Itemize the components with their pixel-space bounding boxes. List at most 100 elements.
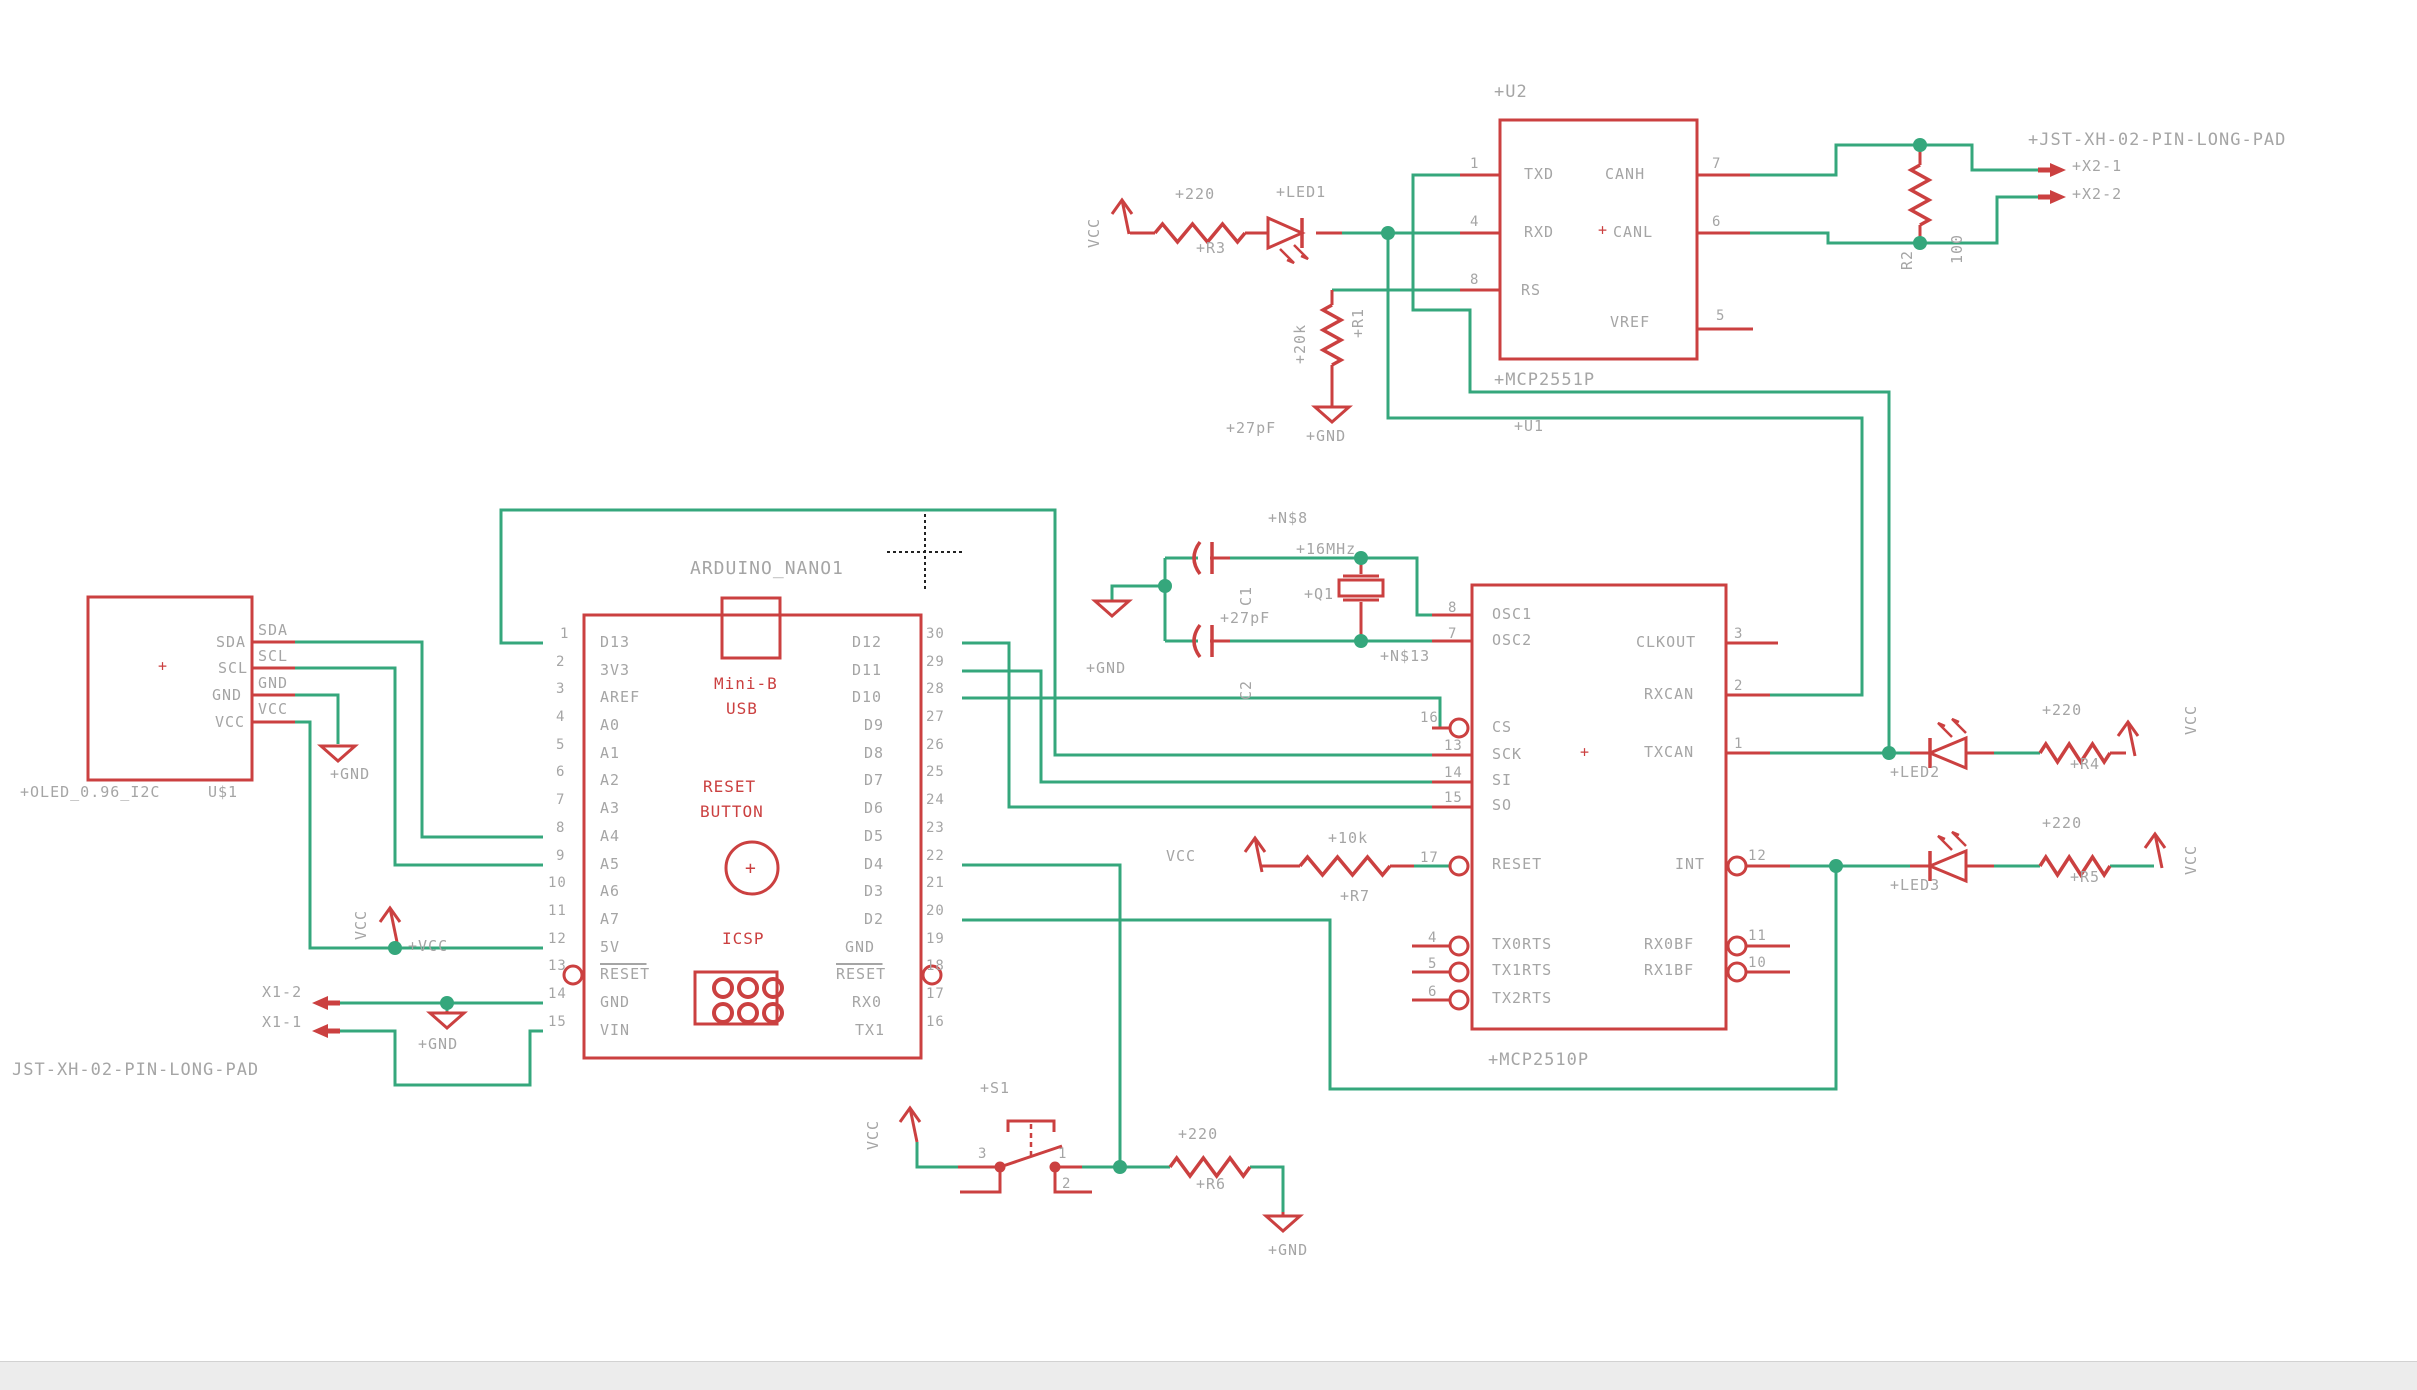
label[interactable]: U$1 — [208, 783, 238, 801]
label[interactable]: D12 — [852, 633, 882, 651]
label[interactable]: X1-1 — [262, 1013, 302, 1031]
label[interactable]: 18 — [926, 958, 945, 974]
gnd-symbol[interactable] — [1262, 1214, 1304, 1234]
inverted-pin-circle[interactable] — [562, 964, 584, 986]
label[interactable]: 6 — [1712, 214, 1721, 230]
icsp-pad[interactable] — [762, 977, 784, 999]
label[interactable]: 29 — [926, 654, 945, 670]
label[interactable]: +10k — [1328, 829, 1368, 847]
label[interactable]: 17 — [1420, 850, 1439, 866]
label[interactable]: 9 — [556, 848, 565, 864]
label[interactable]: +220 — [2042, 814, 2082, 832]
label[interactable]: RX1BF — [1644, 961, 1694, 979]
vcc-symbol[interactable] — [1253, 837, 1264, 873]
label[interactable]: D11 — [852, 661, 882, 679]
vcc-symbol[interactable] — [1120, 199, 1131, 235]
oled-connector-body[interactable] — [86, 595, 254, 782]
label[interactable]: TX0RTS — [1492, 935, 1552, 953]
gnd-symbol[interactable] — [1091, 599, 1133, 619]
label[interactable]: GND — [845, 938, 875, 956]
wire[interactable] — [1750, 143, 2038, 177]
label[interactable]: +GND — [1086, 659, 1126, 677]
label[interactable]: TX2RTS — [1492, 989, 1552, 1007]
wire[interactable] — [295, 720, 543, 950]
resistor-R4[interactable] — [2038, 740, 2112, 766]
label[interactable]: 3 — [556, 681, 565, 697]
label[interactable]: CANL — [1613, 223, 1653, 241]
label[interactable]: D8 — [864, 744, 884, 762]
label[interactable]: +R3 — [1196, 239, 1226, 257]
label[interactable]: RESET — [836, 965, 886, 983]
label[interactable]: RESET — [600, 965, 650, 983]
pad-arrow-X1-2[interactable] — [312, 996, 328, 1010]
label[interactable]: TXD — [1524, 165, 1554, 183]
led-LED2[interactable] — [1926, 735, 1968, 771]
wire[interactable] — [915, 1142, 958, 1169]
label[interactable]: 10 — [548, 875, 567, 891]
label[interactable]: 26 — [926, 737, 945, 753]
label[interactable]: RX0BF — [1644, 935, 1694, 953]
label[interactable]: 8 — [1470, 272, 1479, 288]
label[interactable]: D10 — [852, 688, 882, 706]
inverted-pin-circle[interactable] — [1726, 961, 1748, 983]
label[interactable]: R2 — [1898, 250, 1916, 270]
label[interactable]: +Q1 — [1304, 585, 1334, 603]
label[interactable]: +LED3 — [1890, 876, 1940, 894]
label[interactable]: A4 — [600, 827, 620, 845]
label[interactable]: +X2-1 — [2072, 157, 2122, 175]
label[interactable]: 16 — [926, 1014, 945, 1030]
resistor-R2[interactable] — [1907, 163, 1933, 227]
label[interactable]: CS — [1492, 718, 1512, 736]
label[interactable]: 19 — [926, 931, 945, 947]
wire[interactable] — [1250, 1165, 1285, 1212]
resistor-R7[interactable] — [1298, 854, 1392, 878]
capacitor-C1[interactable] — [1192, 540, 1202, 576]
label[interactable]: 6 — [1428, 984, 1437, 1000]
label[interactable]: 13 — [1444, 738, 1463, 754]
label[interactable]: +U1 — [1514, 417, 1544, 435]
gnd-symbol[interactable] — [426, 1011, 468, 1031]
label[interactable]: +27pF — [1226, 419, 1276, 437]
wire[interactable] — [962, 669, 1432, 784]
label[interactable]: VCC — [1166, 847, 1196, 865]
switch-contact[interactable] — [1049, 1161, 1061, 1173]
label[interactable]: C1 — [1237, 586, 1255, 606]
icsp-pad[interactable] — [737, 1002, 759, 1024]
label[interactable]: A2 — [600, 771, 620, 789]
label[interactable]: 10 — [1748, 955, 1767, 971]
label[interactable]: 23 — [926, 820, 945, 836]
resistor-R1[interactable] — [1319, 303, 1345, 367]
junction-dot[interactable] — [1354, 634, 1368, 648]
label[interactable]: 27 — [926, 709, 945, 725]
inverted-pin-circle[interactable] — [1726, 935, 1748, 957]
label[interactable]: SDA — [216, 633, 246, 651]
junction-dot[interactable] — [388, 941, 402, 955]
label[interactable]: +16MHz — [1296, 540, 1356, 558]
inverted-pin-circle[interactable] — [1448, 855, 1470, 877]
icsp-pad[interactable] — [737, 977, 759, 999]
pin-stub[interactable] — [960, 1167, 1002, 1194]
wire[interactable] — [295, 693, 340, 744]
label[interactable]: 12 — [1748, 848, 1767, 864]
label[interactable]: VCC — [2182, 705, 2200, 735]
label[interactable]: GND — [258, 674, 288, 692]
label[interactable]: GND — [212, 686, 242, 704]
label[interactable]: 5 — [1428, 956, 1437, 972]
label[interactable]: 3 — [1734, 626, 1743, 642]
label[interactable]: 8 — [1448, 600, 1457, 616]
junction-dot[interactable] — [1913, 236, 1927, 250]
label[interactable]: OSC2 — [1492, 631, 1532, 649]
label[interactable]: GND — [600, 993, 630, 1011]
label[interactable]: VCC — [215, 713, 245, 731]
vcc-symbol[interactable] — [2153, 833, 2164, 869]
vcc-symbol[interactable] — [388, 907, 399, 943]
label[interactable]: +VCC — [408, 937, 448, 955]
label[interactable]: 5V — [600, 938, 620, 956]
label[interactable]: 3 — [978, 1146, 987, 1162]
label[interactable]: RXCAN — [1644, 685, 1694, 703]
label[interactable]: + — [158, 657, 168, 675]
label[interactable]: ARDUINO_NANO1 — [690, 558, 844, 579]
label[interactable]: D13 — [600, 633, 630, 651]
label[interactable]: RXD — [1524, 223, 1554, 241]
pin-stub[interactable] — [1053, 1167, 1092, 1194]
